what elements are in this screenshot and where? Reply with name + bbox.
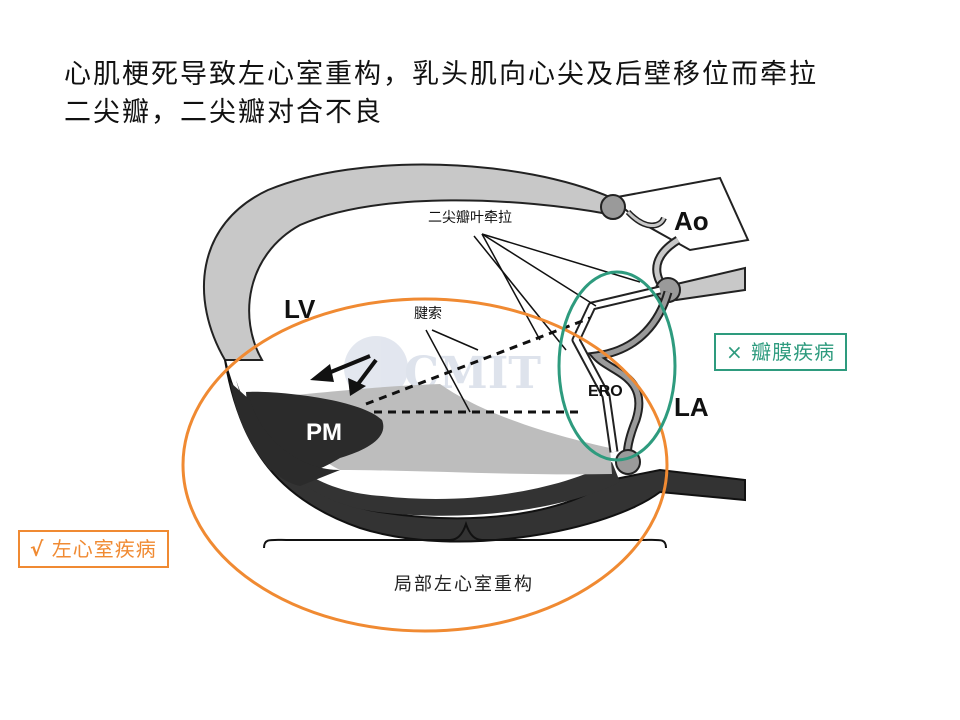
lv-highlight-ellipse [181, 297, 669, 633]
tethering-pointers [473, 233, 641, 351]
aorta-valve-inner [626, 210, 666, 227]
check-mark-icon: √ [30, 537, 45, 561]
page-title: 心肌梗死导致左心室重构，乳头肌向心尖及后壁移位而牵拉 二尖瓣，二尖瓣对合不良 [64, 56, 924, 132]
remodeling-bracket [263, 520, 667, 549]
title-line-2: 二尖瓣，二尖瓣对合不良 [64, 97, 383, 128]
lv-dark-lower [230, 382, 340, 486]
valve-disease-label: 瓣膜疾病 [751, 340, 836, 364]
chordae-pointers [425, 329, 479, 413]
pm-displacement-arrows [310, 354, 378, 396]
label-ero: ERO [588, 383, 623, 400]
aortic-annulus [600, 194, 626, 220]
valve-disease-box: × 瓣膜疾病 [714, 333, 848, 371]
aortic-root-link-inner [654, 237, 680, 284]
lv-disease-label: 左心室疾病 [51, 537, 157, 561]
posterior-leaflet-inner [591, 291, 671, 461]
remodeling-caption: 局部左心室重构 [394, 574, 534, 595]
lv-anterior-wall [202, 163, 614, 361]
valve-highlight-ellipse [557, 270, 677, 462]
label-leaflet-tethering: 二尖瓣叶牵拉 [428, 210, 512, 226]
anterior-leaflet-inner [573, 287, 661, 453]
title-line-1: 心肌梗死导致左心室重构，乳头肌向心尖及后壁移位而牵拉 [64, 59, 818, 90]
label-ao: Ao [674, 206, 709, 236]
lv-disease-box: √ 左心室疾病 [18, 530, 169, 568]
label-pm: PM [306, 419, 342, 446]
label-chordae: 腱索 [414, 305, 442, 322]
cross-mark-icon: × [726, 340, 744, 364]
label-la: LA [674, 392, 709, 422]
